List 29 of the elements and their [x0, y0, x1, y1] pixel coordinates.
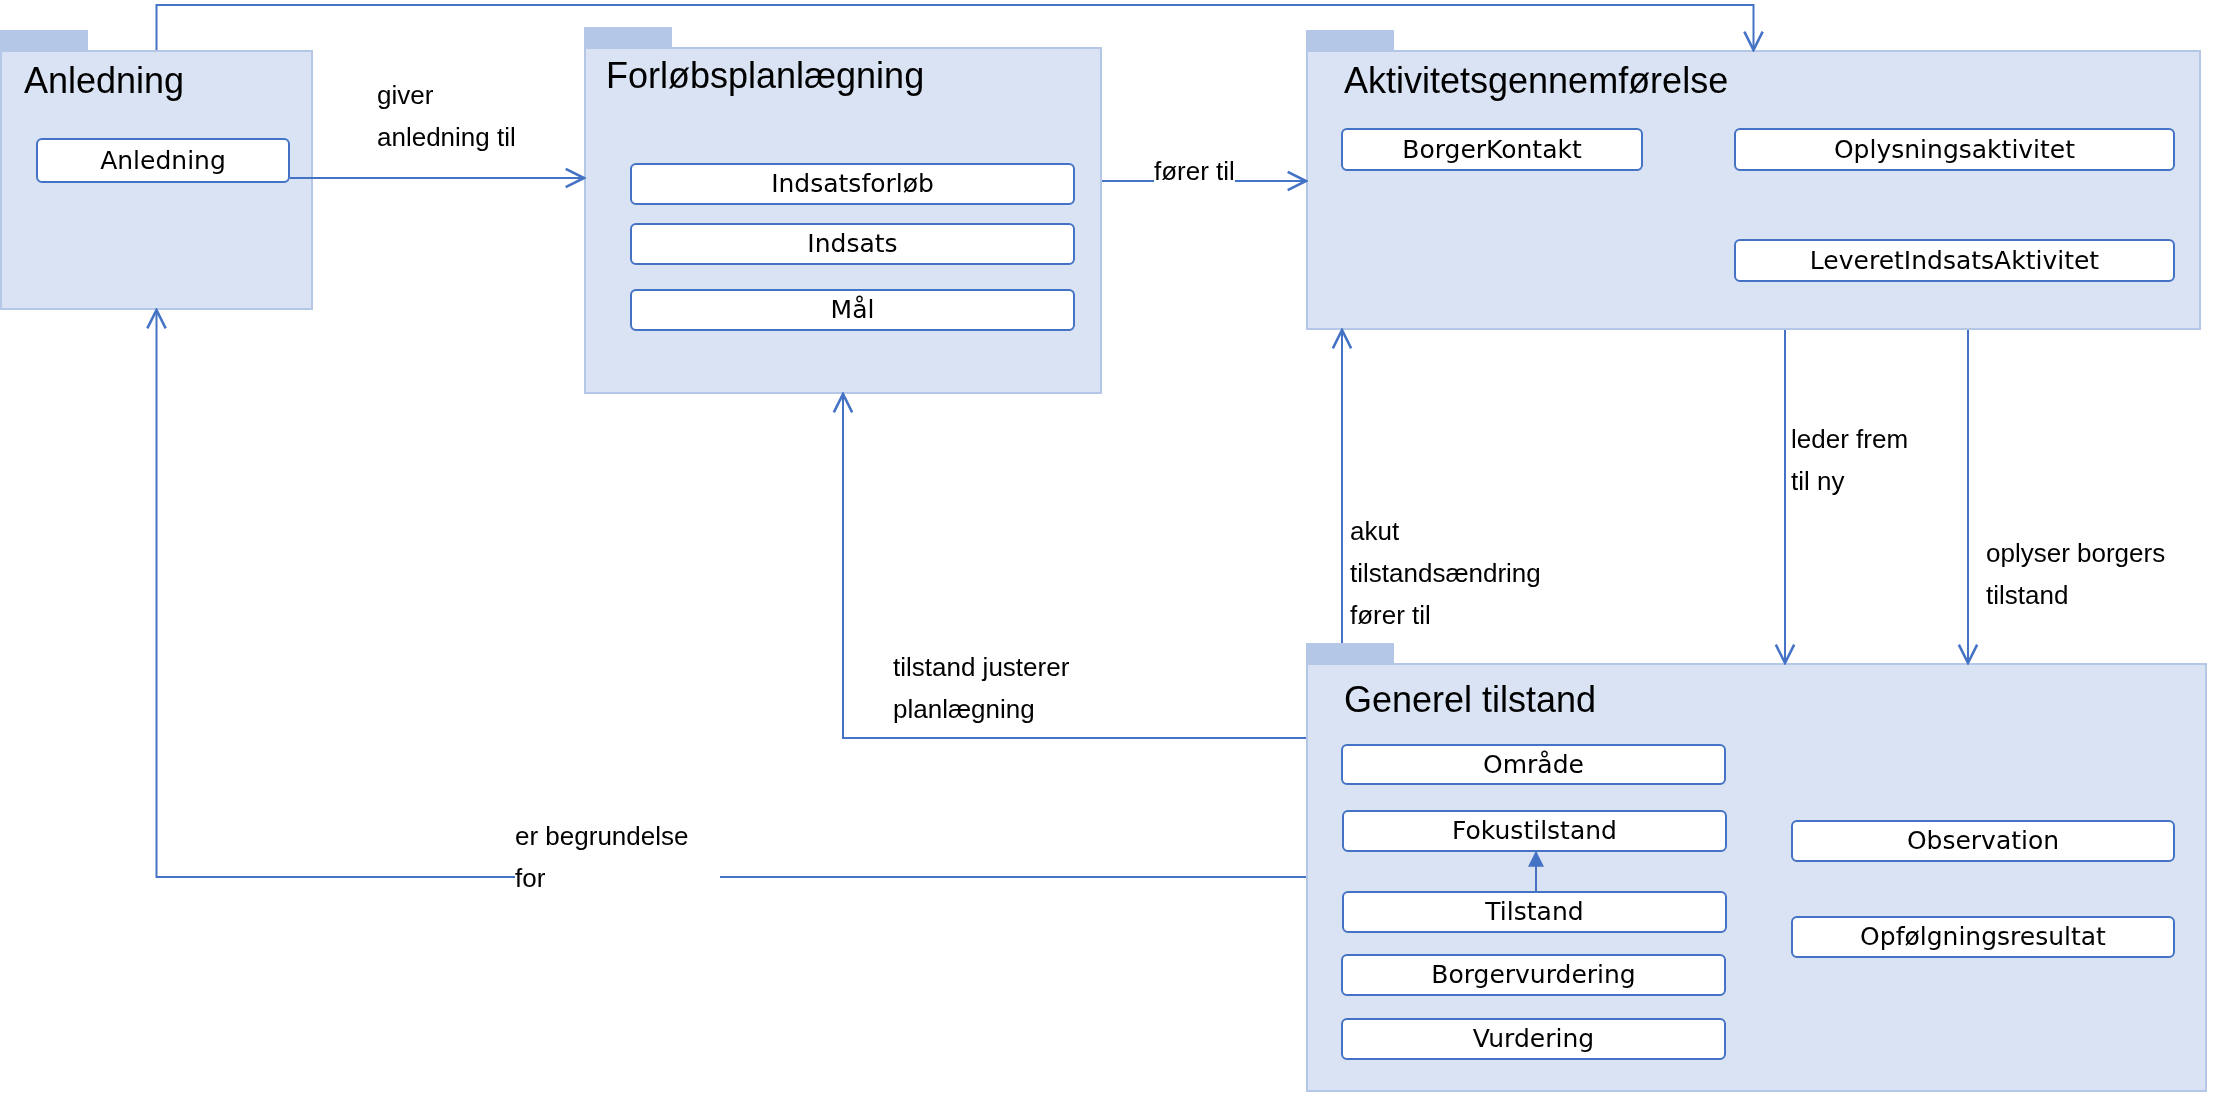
- package-folder: [0, 30, 313, 310]
- class-box: Tilstand: [1342, 891, 1727, 933]
- class-box: Oplysningsaktivitet: [1734, 128, 2175, 171]
- class-box: BorgerKontakt: [1341, 128, 1643, 171]
- class-box: Opfølgningsresultat: [1791, 916, 2175, 958]
- class-box: Mål: [630, 289, 1075, 331]
- class-box: Fokustilstand: [1342, 810, 1727, 852]
- class-box: Indsats: [630, 223, 1075, 265]
- package-title: Aktivitetsgennemførelse: [1344, 60, 1729, 102]
- package-title: Generel tilstand: [1344, 679, 1597, 721]
- class-box: Borgervurdering: [1341, 954, 1726, 996]
- package-folder: [1306, 643, 2207, 1092]
- arrow: [832, 392, 1307, 739]
- arrow: [1957, 329, 1979, 665]
- package-folder: [584, 27, 1102, 394]
- package-title: Forløbsplanlægning: [606, 55, 925, 97]
- arrow: [289, 167, 586, 189]
- arrow: [155, 4, 1764, 52]
- arrow: [1331, 328, 1353, 644]
- class-box: LeveretIndsatsAktivitet: [1734, 239, 2175, 282]
- class-box: Vurdering: [1341, 1018, 1726, 1060]
- class-box: Område: [1341, 744, 1726, 785]
- arrow: [1774, 329, 1796, 665]
- package-folder: [1306, 30, 2201, 330]
- arrow: [1528, 850, 1544, 892]
- package-title: Anledning: [24, 60, 185, 102]
- class-box: Observation: [1791, 820, 2175, 862]
- class-box: Anledning: [36, 138, 290, 183]
- class-box: Indsatsforløb: [630, 163, 1075, 205]
